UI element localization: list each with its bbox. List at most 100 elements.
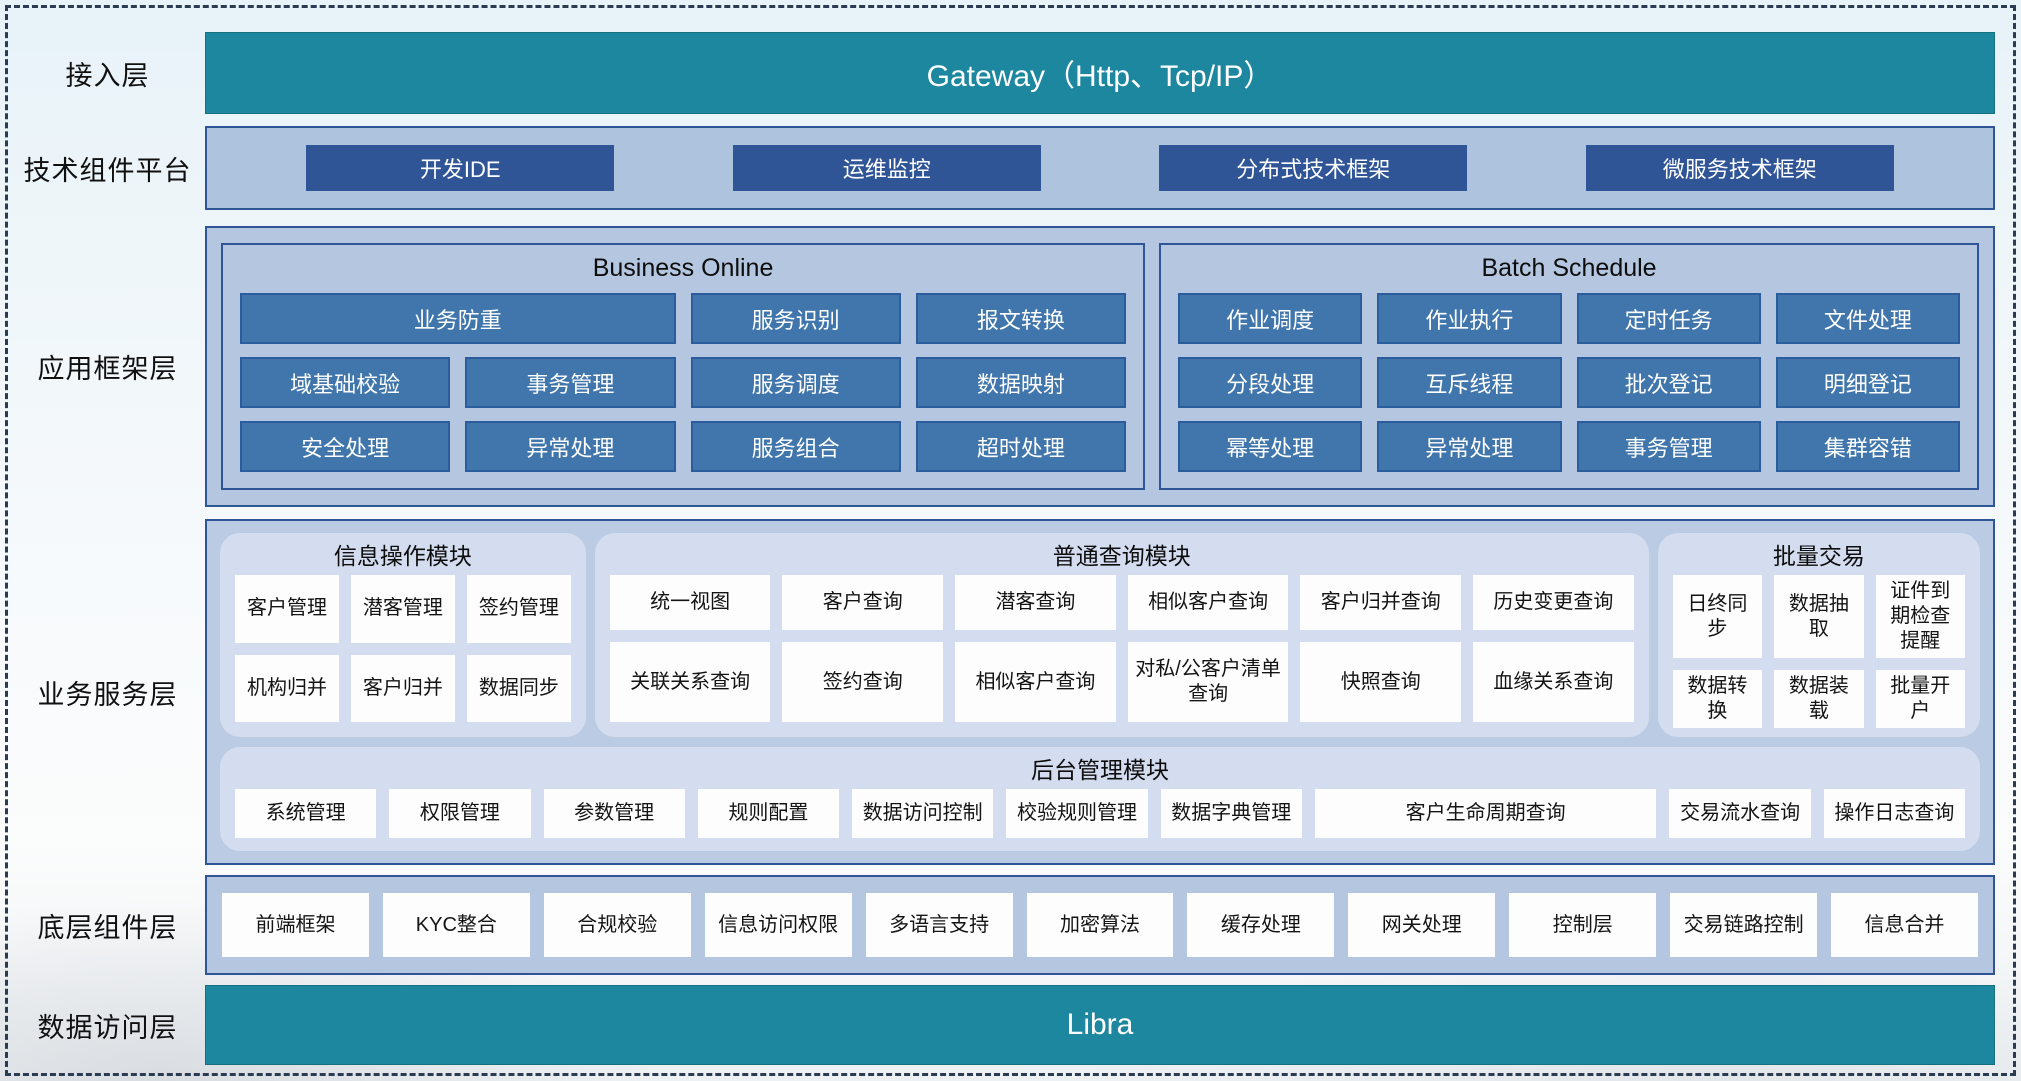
biz-item: 机构归并 bbox=[235, 654, 339, 722]
fw-item: 事务管理 bbox=[1576, 421, 1761, 472]
fw-item: 批次登记 bbox=[1576, 357, 1761, 408]
tech-item: 分布式技术框架 bbox=[1159, 145, 1468, 191]
admin-module-row: 系统管理 权限管理 参数管理 规则配置 数据访问控制 校验规则管理 数据字典管理… bbox=[220, 789, 1980, 851]
fw-item: 事务管理 bbox=[465, 357, 676, 408]
admin-management-module: 后台管理模块 系统管理 权限管理 参数管理 规则配置 数据访问控制 校验规则管理… bbox=[220, 747, 1980, 851]
biz-item: 数据字典管理 bbox=[1160, 789, 1302, 838]
row-data-access: 数据访问层 Libra bbox=[10, 985, 1995, 1065]
biz-item: 客户查询 bbox=[782, 575, 944, 630]
component-item: 信息访问权限 bbox=[704, 893, 852, 957]
component-item: 前端框架 bbox=[222, 893, 369, 957]
fw-item: 明细登记 bbox=[1775, 357, 1960, 408]
fw-item: 数据映射 bbox=[915, 357, 1127, 408]
biz-item: 校验规则管理 bbox=[1006, 789, 1148, 838]
fw-item: 定时任务 bbox=[1576, 293, 1761, 344]
component-item: 缓存处理 bbox=[1187, 893, 1335, 957]
tech-platform-container: 开发IDE 运维监控 分布式技术框架 微服务技术框架 bbox=[205, 126, 1995, 210]
biz-item: 数据转换 bbox=[1672, 670, 1763, 728]
info-operation-module: 信息操作模块 客户管理 潜客管理 签约管理 机构归并 客户归并 数据同步 bbox=[220, 533, 586, 737]
fw-item: 文件处理 bbox=[1775, 293, 1960, 344]
business-online-panel: Business Online 业务防重 服务识别 报文转换 域基础校验 事务管… bbox=[221, 243, 1146, 490]
libra-bar: Libra bbox=[205, 985, 1995, 1065]
fw-item: 超时处理 bbox=[915, 421, 1127, 472]
biz-item: 客户生命周期查询 bbox=[1314, 789, 1657, 838]
fw-item: 安全处理 bbox=[240, 421, 451, 472]
biz-item: 潜客查询 bbox=[955, 575, 1116, 630]
info-module-title: 信息操作模块 bbox=[333, 543, 472, 569]
fw-item: 报文转换 bbox=[915, 293, 1127, 344]
fw-item: 作业执行 bbox=[1377, 293, 1562, 344]
component-item: 网关处理 bbox=[1348, 893, 1496, 957]
batch-module-title: 批量交易 bbox=[1772, 543, 1865, 569]
biz-item: 潜客管理 bbox=[350, 575, 455, 643]
component-item: 多语言支持 bbox=[865, 893, 1013, 957]
biz-item: 客户归并查询 bbox=[1300, 575, 1462, 630]
biz-item: 数据装载 bbox=[1774, 670, 1864, 728]
biz-item: 客户归并 bbox=[350, 654, 455, 722]
component-item: 交易链路控制 bbox=[1670, 893, 1818, 957]
batch-schedule-title: Batch Schedule bbox=[1481, 253, 1657, 282]
biz-item: 签约管理 bbox=[466, 575, 571, 643]
batch-module-grid: 日终同步 数据抽取 证件到期检查提醒 数据转换 数据装载 批量开户 bbox=[1658, 575, 1980, 737]
admin-module-title: 后台管理模块 bbox=[1031, 757, 1169, 783]
biz-item: 交易流水查询 bbox=[1669, 789, 1811, 838]
component-item: 加密算法 bbox=[1026, 893, 1174, 957]
biz-item: 统一视图 bbox=[609, 575, 771, 630]
biz-item: 历史变更查询 bbox=[1473, 575, 1634, 630]
fw-item: 分段处理 bbox=[1178, 357, 1363, 408]
layer-label-components: 底层组件层 bbox=[37, 912, 178, 943]
biz-item: 数据同步 bbox=[466, 654, 571, 722]
query-module-grid: 统一视图 客户查询 潜客查询 相似客户查询 客户归并查询 历史变更查询 关联关系… bbox=[595, 575, 1649, 737]
info-module-grid: 客户管理 潜客管理 签约管理 机构归并 客户归并 数据同步 bbox=[220, 575, 586, 737]
general-query-module: 普通查询模块 统一视图 客户查询 潜客查询 相似客户查询 客户归并查询 历史变更… bbox=[594, 533, 1649, 737]
biz-item: 对私/公客户清单查询 bbox=[1127, 642, 1289, 722]
biz-item: 批量开户 bbox=[1875, 670, 1965, 728]
row-bottom-components: 底层组件层 前端框架 KYC整合 合规校验 信息访问权限 多语言支持 加密算法 … bbox=[10, 875, 1995, 975]
fw-item: 互斥线程 bbox=[1377, 357, 1562, 408]
fw-item: 服务组合 bbox=[690, 421, 901, 472]
component-item: 信息合并 bbox=[1831, 893, 1978, 957]
biz-item: 操作日志查询 bbox=[1823, 789, 1966, 838]
biz-item: 系统管理 bbox=[235, 789, 377, 838]
component-item: KYC整合 bbox=[382, 893, 530, 957]
business-online-title: Business Online bbox=[592, 253, 774, 282]
biz-item: 快照查询 bbox=[1300, 642, 1462, 722]
tech-item: 开发IDE bbox=[306, 145, 615, 191]
fw-item: 业务防重 bbox=[240, 293, 676, 344]
fw-item: 服务识别 bbox=[690, 293, 901, 344]
layer-label-framework: 应用框架层 bbox=[37, 354, 178, 384]
layer-label-business: 业务服务层 bbox=[37, 679, 178, 710]
tech-item: 微服务技术框架 bbox=[1585, 145, 1894, 191]
component-item: 合规校验 bbox=[543, 893, 691, 957]
fw-item: 服务调度 bbox=[690, 357, 901, 408]
gateway-bar: Gateway（Http、Tcp/IP） bbox=[205, 32, 1995, 114]
biz-item: 客户管理 bbox=[235, 575, 339, 643]
fw-item: 集群容错 bbox=[1775, 421, 1960, 472]
biz-item: 证件到期检查提醒 bbox=[1875, 575, 1965, 658]
row-app-framework: 应用框架层 Business Online 业务防重 服务识别 报文转换 域基础… bbox=[10, 226, 1995, 507]
batch-schedule-panel: Batch Schedule 作业调度 作业执行 定时任务 文件处理 分段处理 … bbox=[1159, 243, 1979, 490]
row-tech-platform: 技术组件平台 开发IDE 运维监控 分布式技术框架 微服务技术框架 bbox=[10, 126, 1995, 210]
row-business-service: 业务服务层 信息操作模块 客户管理 潜客管理 签约管理 机构归并 客户归并 bbox=[10, 519, 1995, 865]
biz-item: 血缘关系查询 bbox=[1473, 642, 1634, 722]
app-framework-container: Business Online 业务防重 服务识别 报文转换 域基础校验 事务管… bbox=[205, 226, 1995, 507]
biz-item: 参数管理 bbox=[543, 789, 685, 838]
layer-label-access: 接入层 bbox=[65, 60, 150, 91]
query-module-title: 普通查询模块 bbox=[1052, 543, 1191, 569]
business-online-grid: 业务防重 服务识别 报文转换 域基础校验 事务管理 服务调度 数据映射 安全处理… bbox=[223, 291, 1143, 488]
business-module-groups: 信息操作模块 客户管理 潜客管理 签约管理 机构归并 客户归并 数据同步 bbox=[220, 533, 1980, 737]
biz-item: 相似客户查询 bbox=[955, 642, 1116, 722]
biz-item: 签约查询 bbox=[782, 642, 944, 722]
component-item: 控制层 bbox=[1509, 893, 1657, 957]
bottom-components-container: 前端框架 KYC整合 合规校验 信息访问权限 多语言支持 加密算法 缓存处理 网… bbox=[205, 875, 1995, 975]
fw-item: 域基础校验 bbox=[240, 357, 451, 408]
layer-label-data: 数据访问层 bbox=[37, 1012, 178, 1043]
layer-label-tech: 技术组件平台 bbox=[23, 155, 192, 186]
fw-item: 异常处理 bbox=[465, 421, 676, 472]
fw-item: 异常处理 bbox=[1377, 421, 1562, 472]
layer-stack: 接入层 Gateway（Http、Tcp/IP） 技术组件平台 开发IDE 运维… bbox=[10, 32, 1995, 1067]
biz-item: 相似客户查询 bbox=[1127, 575, 1289, 630]
batch-schedule-grid: 作业调度 作业执行 定时任务 文件处理 分段处理 互斥线程 批次登记 明细登记 … bbox=[1161, 291, 1977, 488]
biz-item: 关联关系查询 bbox=[609, 642, 771, 722]
